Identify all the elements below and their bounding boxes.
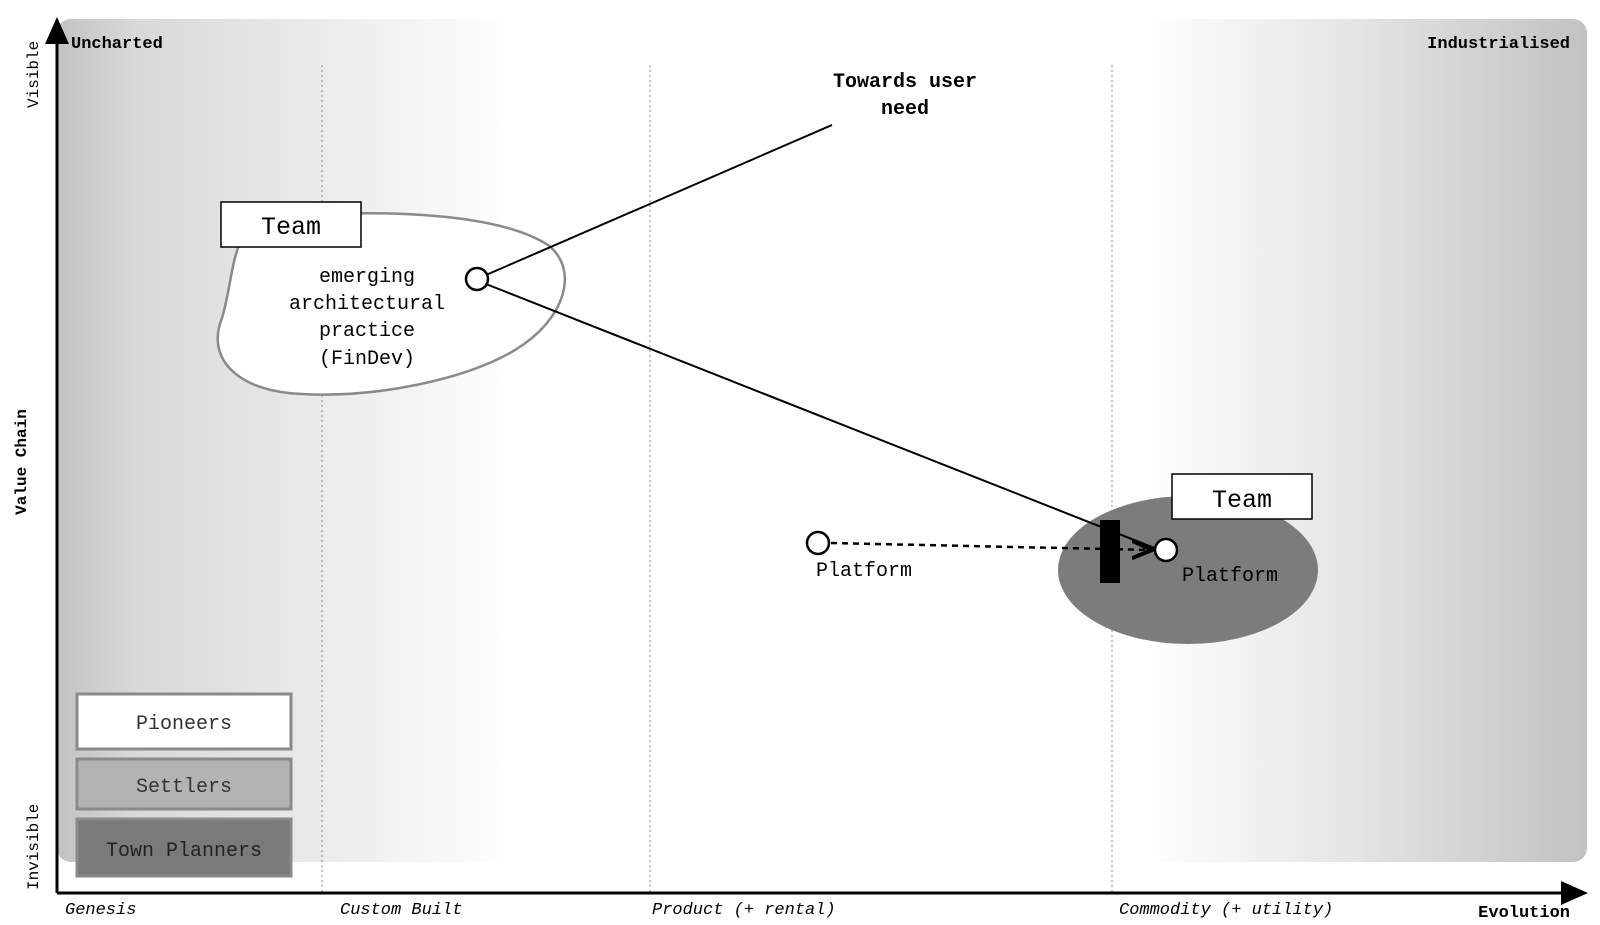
annotation-towards-user: Towards user	[833, 71, 977, 94]
legend-pioneers-box	[75, 692, 293, 751]
platform-target-node[interactable]	[1153, 537, 1179, 563]
stage-commodity: Commodity (+ utility)	[1119, 901, 1333, 920]
legend-town-planners-label: Town Planners	[106, 840, 262, 863]
stage-genesis: Genesis	[65, 901, 136, 920]
town-planners-blob	[1058, 496, 1318, 644]
region-industrialised: Industrialised	[1427, 35, 1570, 54]
legend-settlers-box	[75, 757, 293, 811]
practice-label-line1: emerging	[319, 266, 415, 289]
team-label-pioneers: Team	[261, 213, 321, 242]
legend-town-planners-box	[75, 817, 293, 878]
region-uncharted: Uncharted	[71, 35, 163, 54]
legend-settlers-label: Settlers	[136, 776, 232, 799]
y-axis-invisible-label: Invisible	[25, 804, 43, 890]
platform-source-label: Platform	[816, 560, 912, 583]
team-label-town-planners: Team	[1212, 486, 1272, 515]
y-axis-title: Value Chain	[13, 409, 31, 515]
legend-pioneers-label: Pioneers	[136, 713, 232, 736]
team-box-pioneers	[220, 201, 362, 248]
link-practice-to-user-need	[485, 124, 833, 276]
practice-node[interactable]	[464, 266, 490, 292]
inertia-bar	[1100, 520, 1120, 583]
link-practice-to-platform	[485, 283, 1158, 550]
practice-label-line3: practice	[319, 320, 415, 343]
stage-product: Product (+ rental)	[652, 901, 836, 920]
platform-target-label: Platform	[1182, 565, 1278, 588]
y-axis-visible-label: Visible	[25, 41, 43, 108]
practice-label-line4: (FinDev)	[319, 348, 415, 371]
team-box-town-planners	[1171, 473, 1313, 520]
stage-custom-built: Custom Built	[340, 901, 462, 920]
platform-source-node[interactable]	[805, 530, 831, 556]
platform-evolution-arrow	[830, 543, 1152, 550]
practice-label-line2: architectural	[289, 293, 445, 316]
pioneers-blob	[216, 211, 566, 396]
annotation-need: need	[881, 98, 929, 121]
x-axis-title: Evolution	[1478, 904, 1570, 923]
